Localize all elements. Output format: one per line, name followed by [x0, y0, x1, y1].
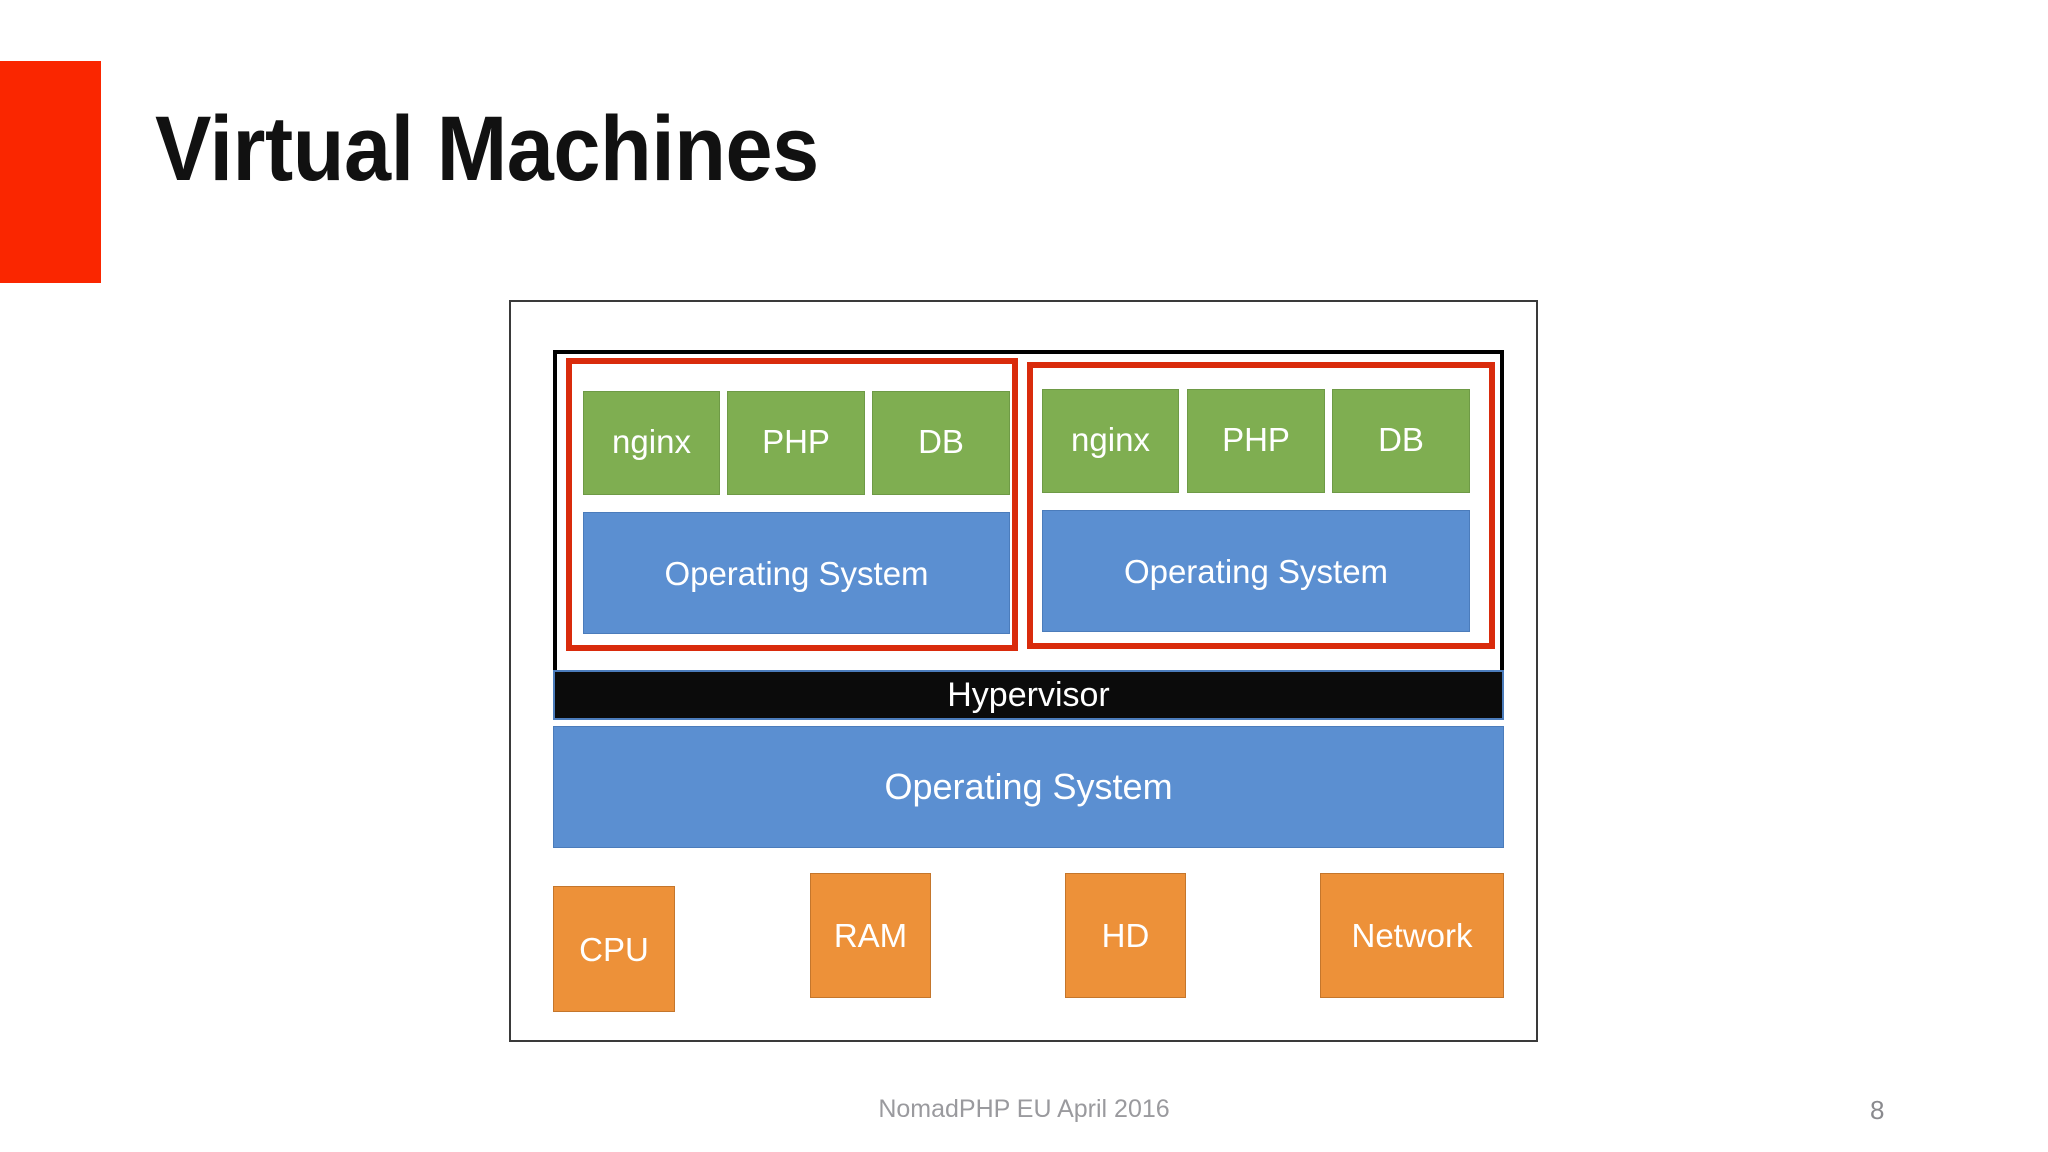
- host-operating-system-bar: Operating System: [553, 726, 1504, 848]
- hardware-cpu: CPU: [553, 886, 675, 1012]
- vm1-service-php: PHP: [727, 391, 865, 495]
- page-title: Virtual Machines: [155, 98, 819, 200]
- vm2-service-php: PHP: [1187, 389, 1325, 493]
- vm2-service-db: DB: [1332, 389, 1470, 493]
- hardware-hd: HD: [1065, 873, 1186, 998]
- vm2-guest-operating-system: Operating System: [1042, 510, 1470, 632]
- hardware-network: Network: [1320, 873, 1504, 998]
- vm2-service-nginx: nginx: [1042, 389, 1179, 493]
- hardware-ram: RAM: [810, 873, 931, 998]
- vm1-service-nginx: nginx: [583, 391, 720, 495]
- slide-number: 8: [1870, 1095, 1885, 1125]
- vm1-guest-operating-system: Operating System: [583, 512, 1010, 634]
- vm1-service-db: DB: [872, 391, 1010, 495]
- title-accent-bar: [0, 61, 101, 283]
- footer-conference-label: NomadPHP EU April 2016: [878, 1095, 1170, 1123]
- hypervisor-bar: Hypervisor: [553, 670, 1504, 720]
